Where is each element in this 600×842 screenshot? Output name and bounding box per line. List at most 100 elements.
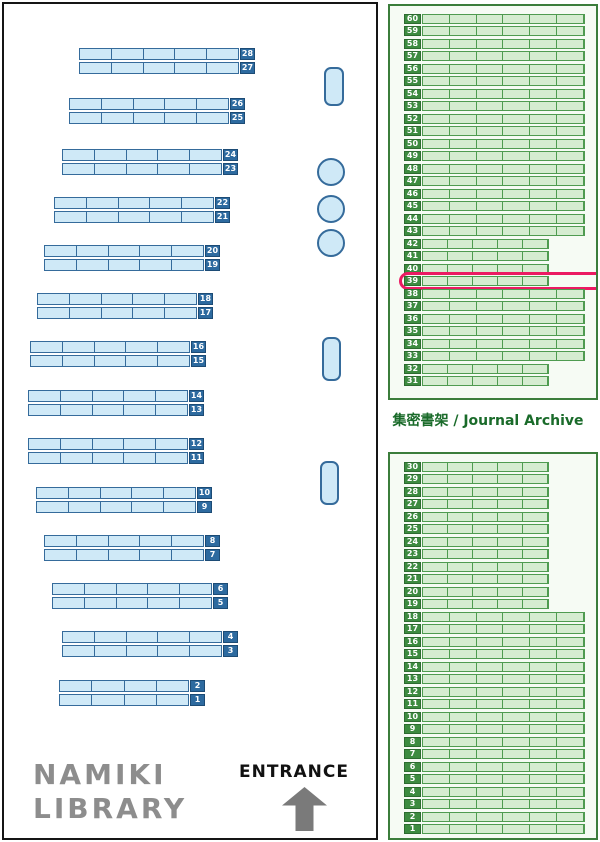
shelf-segment [450,638,477,646]
shelf-segment [477,77,504,85]
shelf-bar [36,487,196,499]
shelf-number-tag: 59 [404,26,421,36]
shelf-segment [498,525,523,533]
shelf-number-tag: 18 [404,612,421,622]
shelf-number-tag: 43 [404,226,421,236]
shelf-number-tag: 12 [189,438,204,450]
shelf-segment [450,165,477,173]
shelf-segment [77,536,109,546]
shelf-segment [498,365,523,373]
shelf-bar [422,101,585,111]
shelf-segment [119,212,151,222]
rect-fixture [322,337,341,381]
shelf-segment [45,246,77,256]
entrance-label: ENTRANCE [239,762,349,782]
shelf-segment [477,52,504,60]
archive-shelf-row: 38 [404,289,596,299]
shelf-number-tag: 24 [223,149,238,161]
shelf-segment [70,308,102,318]
archive-shelf-row: 33 [404,351,596,361]
shelf-segment [140,260,173,270]
shelf-segment [423,675,450,683]
shelf-segment [450,327,477,335]
shelf-segment [450,177,477,185]
shelf-segment [503,775,531,783]
shelf-segment [530,638,558,646]
shelf-segment [557,625,584,633]
shelf-segment [450,140,477,148]
shelf-segment [448,550,473,558]
stack-shelf-row: 14 [28,390,204,402]
shelf-number-tag: 27 [240,62,255,74]
shelf-bar [422,612,585,622]
shelf-number-tag: 19 [404,599,421,609]
shelf-segment [127,150,159,160]
shelf-segment [530,713,558,721]
shelf-segment [530,127,558,135]
shelf-segment [450,40,477,48]
archive-shelf-row: 48 [404,164,596,174]
shelf-segment [450,352,477,360]
shelf-segment [423,700,450,708]
shelf-segment [503,663,531,671]
shelf-segment [523,365,548,373]
shelf-segment [180,598,211,608]
shelf-segment [473,475,498,483]
shelf-segment [498,377,523,385]
archive-shelf-row: 50 [404,139,596,149]
stack-shelf-row: 26 [69,98,245,110]
shelf-segment [557,140,584,148]
shelf-segment [156,439,187,449]
archive-shelf-row: 8 [404,737,596,747]
shelf-segment [423,340,450,348]
shelf-segment [498,500,523,508]
shelf-segment [503,750,531,758]
shelf-segment [477,775,504,783]
stack-shelf-row: 3 [62,645,238,657]
archive-shelf-row: 22 [404,562,596,572]
archive-label: 集密書架 / Journal Archive [392,413,584,429]
shelf-number-tag: 2 [190,680,205,692]
shelf-segment [63,164,95,174]
shelf-segment [450,750,477,758]
shelf-segment [503,340,531,348]
shelf-segment [53,584,85,594]
stack-shelf-row: 22 [54,197,230,209]
shelf-segment [158,150,191,160]
shelf-bar [44,549,204,561]
shelf-segment [503,700,531,708]
shelf-segment [423,177,450,185]
shelf-segment [450,65,477,73]
shelf-segment [477,663,504,671]
shelf-number-tag: 3 [223,645,238,657]
shelf-segment [503,825,531,833]
shelf-segment [165,99,198,109]
shelf-segment [557,227,584,235]
stack-shelf-row: 10 [36,487,212,499]
shelf-segment [557,215,584,223]
shelf-segment [530,700,558,708]
shelf-segment [557,700,584,708]
shelf-segment [473,377,498,385]
shelf-segment [450,788,477,796]
shelf-segment [158,646,191,656]
shelf-number-tag: 50 [404,139,421,149]
shelf-segment [448,463,473,471]
shelf-segment [557,800,584,808]
shelf-segment [557,302,584,310]
shelf-segment [92,695,125,705]
shelf-segment [124,453,157,463]
shelf-segment [125,681,157,691]
shelf-segment [530,340,558,348]
shelf-bar [422,662,585,672]
shelf-segment [423,538,448,546]
shelf-number-tag: 25 [230,112,245,124]
shelf-segment [523,277,548,285]
shelf-segment [423,725,450,733]
archive-shelf-row: 9 [404,724,596,734]
shelf-segment [175,63,208,73]
shelf-segment [503,177,531,185]
shelf-segment [477,713,504,721]
shelf-number-tag: 51 [404,126,421,136]
shelf-segment [423,463,448,471]
